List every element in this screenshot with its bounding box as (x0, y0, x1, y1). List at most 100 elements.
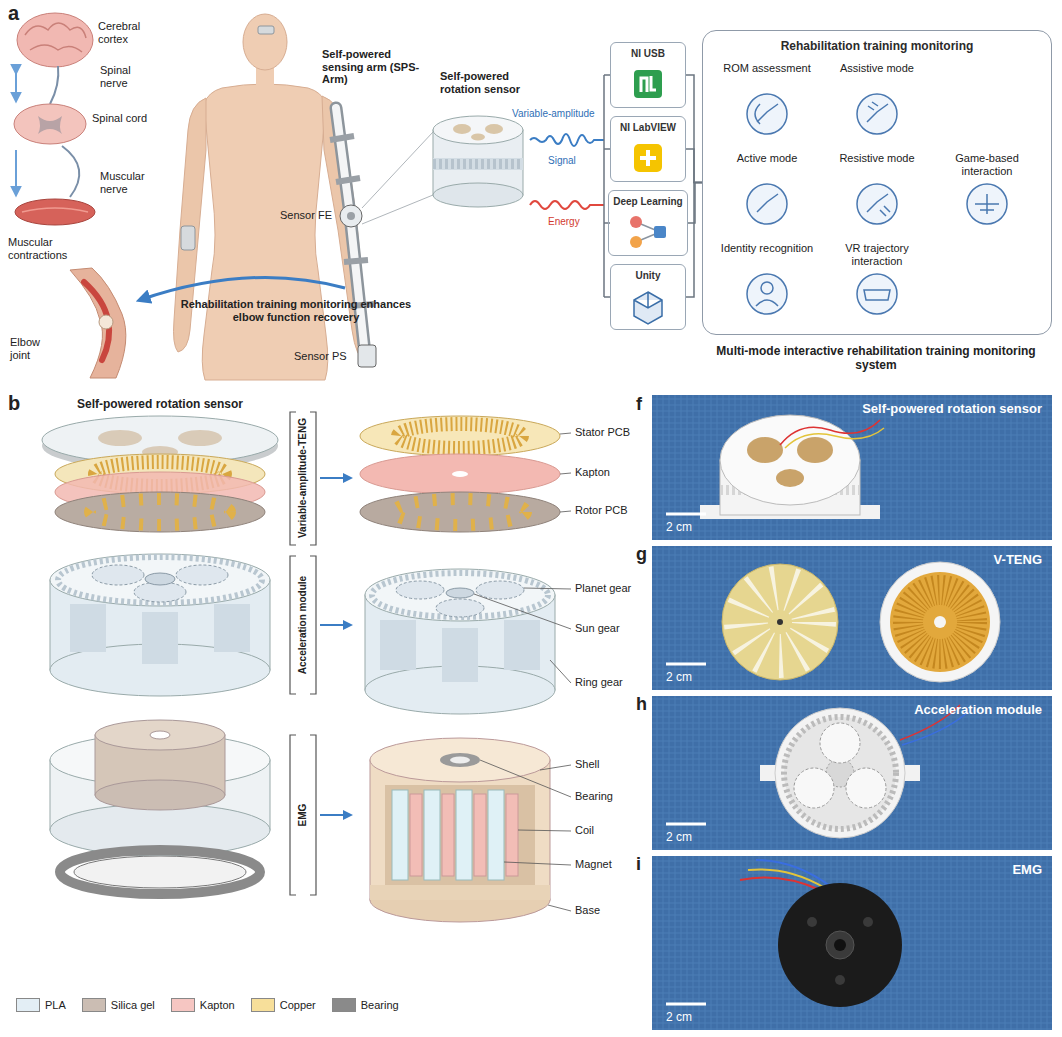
gear-detail (365, 569, 555, 714)
figure-label: Acceleration module (297, 550, 309, 700)
photo-emg (778, 883, 902, 1007)
mode-label: VR trajectory interaction (827, 242, 927, 268)
emg-detail (506, 794, 518, 876)
gear-detail (476, 581, 524, 599)
gear-detail (504, 620, 540, 670)
rotation-sensor-illustration (362, 132, 433, 208)
figure-label: Self-powered rotation sensor (50, 398, 270, 412)
photo-sensor (776, 469, 804, 487)
mode-icons (864, 290, 890, 300)
connector (686, 75, 702, 183)
mode-label: Identity recognition (717, 242, 817, 255)
part-name: Sun gear (575, 622, 620, 635)
figure-label: Sensor FE (280, 209, 336, 222)
leader-lines (474, 433, 571, 911)
teng-layers (360, 492, 560, 532)
module-brackets (290, 556, 296, 694)
photo-emg (807, 917, 817, 927)
photo-gears (794, 768, 834, 808)
software-icons (634, 70, 662, 98)
leader-lines (504, 862, 571, 865)
photo-gears (652, 696, 1052, 850)
exploded-teng (178, 430, 222, 446)
legend-swatch (332, 998, 356, 1012)
mode-label: Assistive mode (827, 62, 927, 75)
mode-item: VR trajectory interaction (827, 242, 927, 322)
software-icons (654, 226, 666, 238)
leader-lines (550, 660, 571, 683)
photo-emg (652, 856, 1052, 1030)
gear-detail (396, 581, 444, 599)
signal-waves (603, 75, 605, 297)
mode-icons (747, 274, 787, 314)
mode-label: ROM assessment (717, 62, 817, 75)
software-icons (640, 150, 656, 166)
photo-title: Acceleration module (914, 702, 1042, 717)
gear-detail (446, 588, 474, 598)
photo-teng (746, 588, 814, 656)
photo-teng (722, 564, 838, 680)
anatomy-chain (25, 23, 86, 52)
scale-label: 2 cm (666, 830, 692, 844)
leader-lines (474, 594, 571, 629)
exploded-gears (214, 604, 250, 652)
software-box: Deep Learning (608, 190, 688, 256)
exploded-teng (90, 499, 230, 525)
exploded-teng (55, 492, 265, 532)
photo-sensor (785, 428, 884, 448)
software-icons (630, 236, 642, 248)
photo-sensor (780, 420, 880, 445)
exploded-emg (95, 780, 225, 810)
photo-sensor (720, 415, 860, 505)
photo-panel: V-TENG2 cm (652, 546, 1052, 690)
mode-item: ROM assessment (717, 62, 817, 142)
figure-label: Elbow joint (10, 336, 58, 361)
exploded-emg (74, 856, 246, 888)
connector (688, 183, 702, 224)
photo-panel: Acceleration module 2 cm (652, 696, 1052, 850)
software-box: NI LabVIEW (610, 116, 686, 182)
legend-entry: Copper (251, 998, 316, 1012)
rotation-sensor-illustration (433, 183, 523, 207)
legend-entry: Silica gel (82, 998, 155, 1012)
human-figure (340, 205, 362, 227)
figure-label: Muscular contractions (8, 236, 92, 261)
software-icons (641, 76, 656, 92)
panel-letter: g (636, 544, 647, 565)
figure-label: Cerebral cortex (98, 20, 158, 45)
figure-label: Rehabilitation training monitoring enhan… (180, 298, 412, 323)
photo-title: EMG (1012, 862, 1042, 877)
mode-label: Game-based interaction (937, 152, 1037, 178)
gear-detail (442, 628, 478, 682)
photo-gears (666, 823, 706, 826)
exploded-gears (145, 573, 175, 585)
anatomy-chain (17, 13, 93, 67)
legend-text: Kapton (200, 999, 235, 1011)
module-brackets (290, 735, 296, 895)
mode-icons (761, 282, 773, 294)
photo-teng (908, 590, 972, 654)
emg-detail (370, 885, 550, 900)
photo-emg (652, 856, 1052, 1030)
figure-label: Multi-mode interactive rehabilitation tr… (700, 345, 1052, 373)
part-name: Coil (575, 824, 594, 837)
photo-teng (652, 546, 1052, 690)
panel-letter: b (8, 392, 20, 415)
anatomy-chain (99, 315, 113, 329)
human-figure (336, 178, 360, 182)
legend-entry: Bearing (332, 998, 399, 1012)
box-label: Unity (636, 270, 661, 281)
photo-teng (666, 663, 706, 666)
teng-layers (394, 499, 526, 525)
part-name: Planet gear (575, 582, 631, 595)
rotation-sensor-illustration (362, 195, 433, 224)
mode-item: Game-based interaction (937, 152, 1037, 232)
part-name: Kapton (575, 466, 610, 479)
leader-lines (540, 765, 571, 770)
photo-gears (784, 717, 896, 829)
exploded-gears (50, 554, 270, 696)
connector (686, 183, 702, 298)
scale-label: 2 cm (666, 670, 692, 684)
mode-item: Active mode (717, 152, 817, 232)
